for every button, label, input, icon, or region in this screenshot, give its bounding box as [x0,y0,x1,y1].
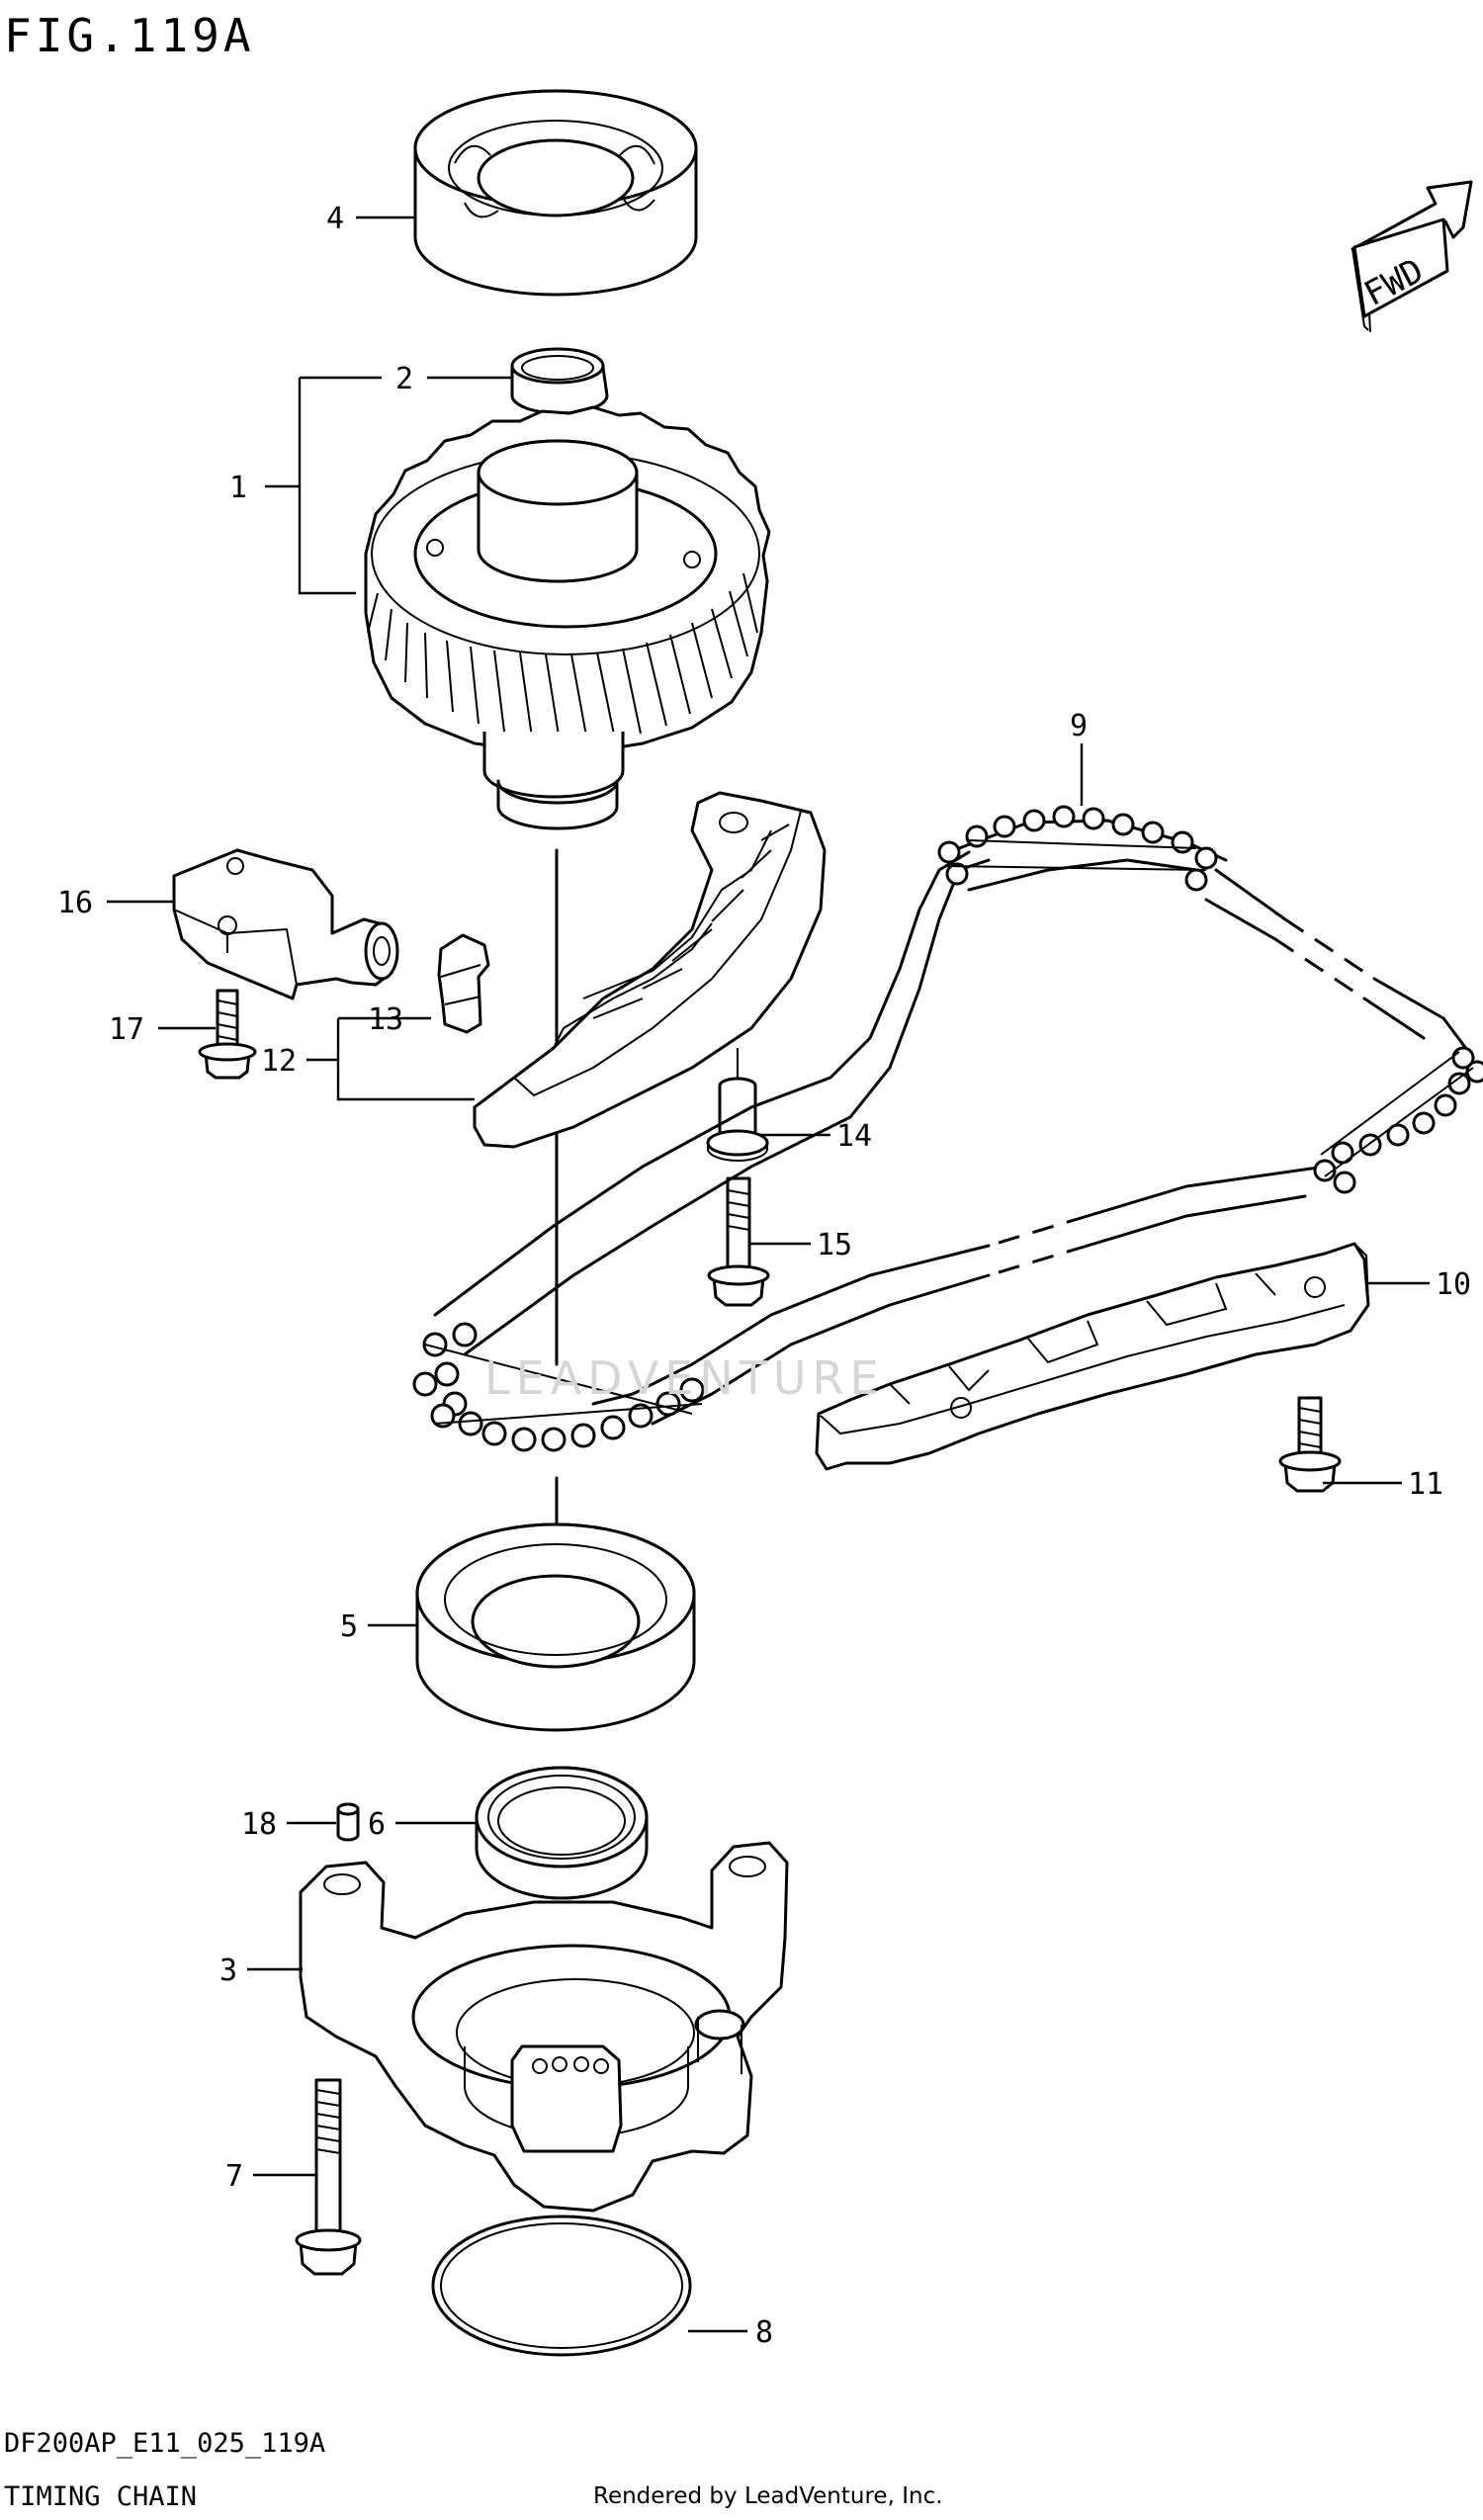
figure-code: DF200AP_E11_025_119A [4,2428,325,2459]
callout-15: 15 [817,1228,852,1262]
dowel-pin-icon [336,1802,360,1842]
timing-chain-icon [412,805,1483,1452]
callout-16: 16 [57,886,93,920]
callout-8: 8 [755,2315,773,2350]
clip-icon [437,933,490,1034]
oil-seal-icon [475,1766,649,1900]
watermark: LEADVENTURE [484,1351,885,1405]
bracket-12 [306,1016,475,1101]
callout-3: 3 [219,1954,237,1988]
bearing-lower-icon [415,1522,696,1732]
callout-13: 13 [368,1002,403,1037]
callout-7: 7 [225,2159,243,2194]
o-ring-icon [431,2215,692,2357]
leader-lines [107,216,1430,2333]
callout-12: 12 [261,1044,297,1079]
callout-labels: 4 2 1 9 16 13 17 12 14 15 10 11 5 18 6 3… [57,202,1471,2350]
callout-14: 14 [836,1119,872,1154]
figure-title: FIG.119A [4,9,255,62]
render-credit: Rendered by LeadVenture, Inc. [593,2483,943,2509]
callout-9: 9 [1070,709,1088,743]
callout-4: 4 [326,202,344,236]
tensioner-guide-icon [473,791,827,1149]
callout-10: 10 [1436,1267,1471,1302]
drive-gear-icon [364,405,771,830]
callout-18: 18 [241,1807,277,1842]
callout-11: 11 [1408,1467,1443,1502]
bolt-11-icon [1278,1396,1342,1493]
callout-2: 2 [395,362,413,396]
bracket-1 [265,376,382,595]
callout-1: 1 [229,471,247,505]
collar-icon [510,347,609,415]
bolt-15-icon [707,1176,770,1307]
tensioner-icon [172,848,399,1000]
bolt-17-icon [198,989,257,1080]
callout-17: 17 [109,1012,144,1047]
bolt-7-icon [295,2078,362,2276]
bushing-icon [706,1048,769,1162]
figure-caption: TIMING CHAIN [4,2481,197,2512]
callout-5: 5 [340,1609,358,1644]
fwd-arrow-icon: FWD [1351,180,1473,333]
callout-6: 6 [368,1807,386,1842]
chain-guide-icon [815,1242,1370,1471]
bearing-top-icon [413,89,698,297]
housing-icon [299,1841,789,2213]
